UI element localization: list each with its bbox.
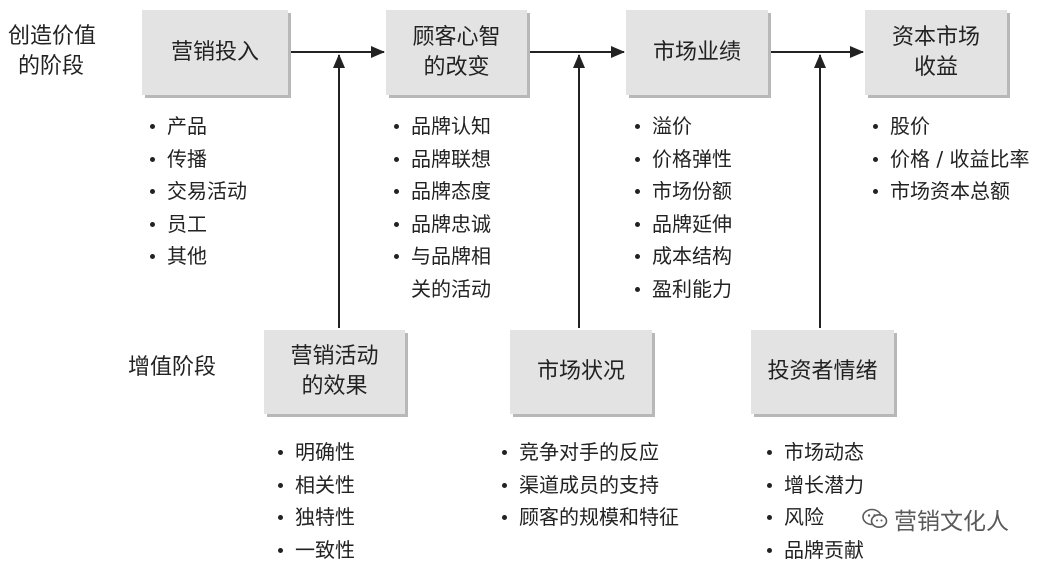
box-customer-mindset: 顾客心智 的改变 <box>386 10 527 95</box>
box-label: 收益 <box>913 54 958 80</box>
list-item: 顾客的规模和特征 <box>497 501 679 534</box>
label-create-value-line-1: 创造价值 <box>8 24 97 49</box>
label-value-add-stage: 增值阶段 <box>128 355 217 380</box>
list-item: 品牌联想 <box>389 143 491 176</box>
list-item: 成本结构 <box>630 240 732 273</box>
list-program-quality: 明确性 相关性 独特性 一致性 <box>273 436 355 565</box>
box-label: 顾客心智 <box>412 24 501 50</box>
list-item: 市场资本总额 <box>868 175 1029 208</box>
box-program-quality: 营销活动 的效果 <box>264 330 405 414</box>
box-label: 资本市场 <box>891 24 980 50</box>
list-item: 品牌忠诚 <box>389 208 491 241</box>
list-investor-sentiment: 市场动态 增长潜力 风险 品牌贡献 <box>762 436 864 565</box>
box-label: 的效果 <box>301 374 368 399</box>
list-item: 一致性 <box>273 534 355 565</box>
list-item: 员工 <box>145 208 247 241</box>
box-market-performance: 市场业绩 <box>626 10 768 95</box>
list-item: 市场动态 <box>762 436 864 469</box>
box-label: 营销投入 <box>170 39 259 65</box>
list-item: 其他 <box>145 240 247 273</box>
box-capital-market-returns: 资本市场 收益 <box>865 10 1007 95</box>
list-item: 品牌贡献 <box>762 534 864 565</box>
list-item: 品牌认知 <box>389 110 491 143</box>
list-item: 增长潜力 <box>762 469 864 502</box>
watermark: 营销文化人 <box>858 500 1013 538</box>
box-label: 投资者情绪 <box>767 359 878 384</box>
list-item: 盈利能力 <box>630 273 732 306</box>
list-item: 独特性 <box>273 501 355 534</box>
box-label: 市场业绩 <box>652 39 741 65</box>
list-item: 溢价 <box>630 110 732 143</box>
list-item: 风险 <box>762 501 864 534</box>
list-item: 股价 <box>868 110 1029 143</box>
list-customer-mindset: 品牌认知 品牌联想 品牌态度 品牌忠诚 与品牌相 关的活动 <box>389 110 491 305</box>
box-investor-sentiment: 投资者情绪 <box>751 330 894 414</box>
list-item: 产品 <box>145 110 247 143</box>
list-item: 价格弹性 <box>630 143 732 176</box>
box-label: 营销活动 <box>290 344 379 369</box>
label-create-value-line-2: 的阶段 <box>18 54 85 79</box>
list-item: 与品牌相 <box>389 240 491 273</box>
box-label: 市场状况 <box>536 359 625 384</box>
list-capital-market-returns: 股价 价格 / 收益比率 市场资本总额 <box>868 110 1029 208</box>
watermark-text: 营销文化人 <box>894 509 1009 535</box>
list-item: 价格 / 收益比率 <box>868 143 1029 176</box>
label-create-value-stage: 创造价值 的阶段 <box>8 22 96 82</box>
list-item: 交易活动 <box>145 175 247 208</box>
list-item: 相关性 <box>273 469 355 502</box>
list-item: 竞争对手的反应 <box>497 436 679 469</box>
list-item: 渠道成员的支持 <box>497 469 679 502</box>
list-item: 传播 <box>145 143 247 176</box>
wechat-icon <box>862 508 888 528</box>
list-market-conditions: 竞争对手的反应 渠道成员的支持 顾客的规模和特征 <box>497 436 679 534</box>
box-label: 的改变 <box>423 54 490 80</box>
box-market-conditions: 市场状况 <box>510 330 652 414</box>
list-item: 市场份额 <box>630 175 732 208</box>
box-marketing-input: 营销投入 <box>142 10 288 95</box>
list-marketing-input: 产品 传播 交易活动 员工 其他 <box>145 110 247 273</box>
list-market-performance: 溢价 价格弹性 市场份额 品牌延伸 成本结构 盈利能力 <box>630 110 732 305</box>
list-item: 品牌延伸 <box>630 208 732 241</box>
list-item-continuation: 关的活动 <box>411 276 491 301</box>
list-item: 明确性 <box>273 436 355 469</box>
list-item: 品牌态度 <box>389 175 491 208</box>
